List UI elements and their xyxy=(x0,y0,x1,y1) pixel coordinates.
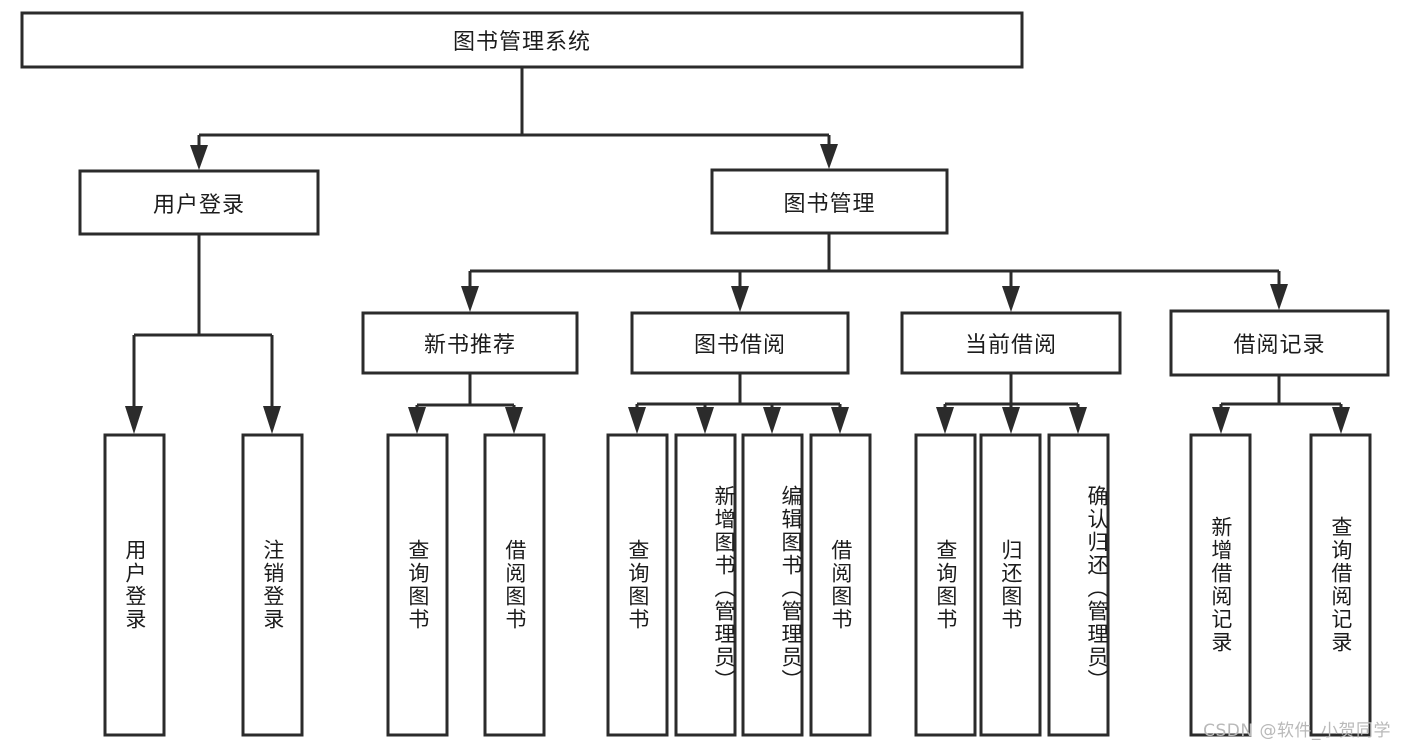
arrow-head-user-login xyxy=(190,145,208,170)
node-box-current-query-book[interactable] xyxy=(914,433,977,737)
arrow-head-current-borrow xyxy=(1002,286,1020,312)
arrow-head-current-return-book xyxy=(1002,407,1020,434)
node-box-current-return-book[interactable] xyxy=(979,433,1042,737)
node-box-record-add-borrow-record[interactable] xyxy=(1189,433,1252,737)
node-box-current-confirm-return-admin[interactable] xyxy=(1047,433,1110,737)
node-box-recommend-borrow-book[interactable] xyxy=(483,433,546,737)
arrow-head-record-add-record xyxy=(1212,407,1230,434)
node-box-user-login-leaf[interactable] xyxy=(103,433,166,737)
arrow-head-record-query-record xyxy=(1332,407,1350,434)
arrow-head-user-logout-leaf xyxy=(263,406,281,434)
arrow-head-recommend-borrow-book xyxy=(505,407,523,434)
arrow-head-book-management xyxy=(820,144,838,169)
node-box-user-logout-leaf[interactable] xyxy=(241,433,304,737)
arrow-head-borrow-query-book xyxy=(628,407,646,434)
arrow-head-borrow-edit-book xyxy=(763,407,781,434)
node-box-book-management[interactable] xyxy=(710,168,949,235)
arrow-head-current-query-book xyxy=(936,407,954,434)
node-box-root[interactable] xyxy=(20,11,1024,69)
arrow-head-new-book-recommend xyxy=(461,286,479,312)
node-box-borrow-query-book[interactable] xyxy=(606,433,669,737)
node-box-borrow-borrow-book[interactable] xyxy=(809,433,872,737)
node-box-recommend-query-book[interactable] xyxy=(386,433,449,737)
arrow-head-borrow-record xyxy=(1270,284,1288,310)
arrow-head-user-login-leaf xyxy=(125,406,143,434)
node-box-borrow-record[interactable] xyxy=(1169,309,1390,377)
node-box-borrow-edit-book-admin[interactable] xyxy=(741,433,804,737)
node-box-user-login[interactable] xyxy=(78,169,320,236)
node-box-new-book-recommend[interactable] xyxy=(361,311,579,375)
node-box-record-query-borrow-record[interactable] xyxy=(1309,433,1372,737)
arrow-head-current-confirm-return xyxy=(1069,407,1087,434)
node-box-borrow-add-book-admin[interactable] xyxy=(674,433,737,737)
node-box-book-borrow[interactable] xyxy=(630,311,850,375)
arrow-head-borrow-borrow-book xyxy=(831,407,849,434)
arrow-head-book-borrow xyxy=(731,286,749,312)
node-box-current-borrow[interactable] xyxy=(900,311,1122,375)
arrow-head-borrow-add-book xyxy=(696,407,714,434)
arrow-head-recommend-query-book xyxy=(408,407,426,434)
